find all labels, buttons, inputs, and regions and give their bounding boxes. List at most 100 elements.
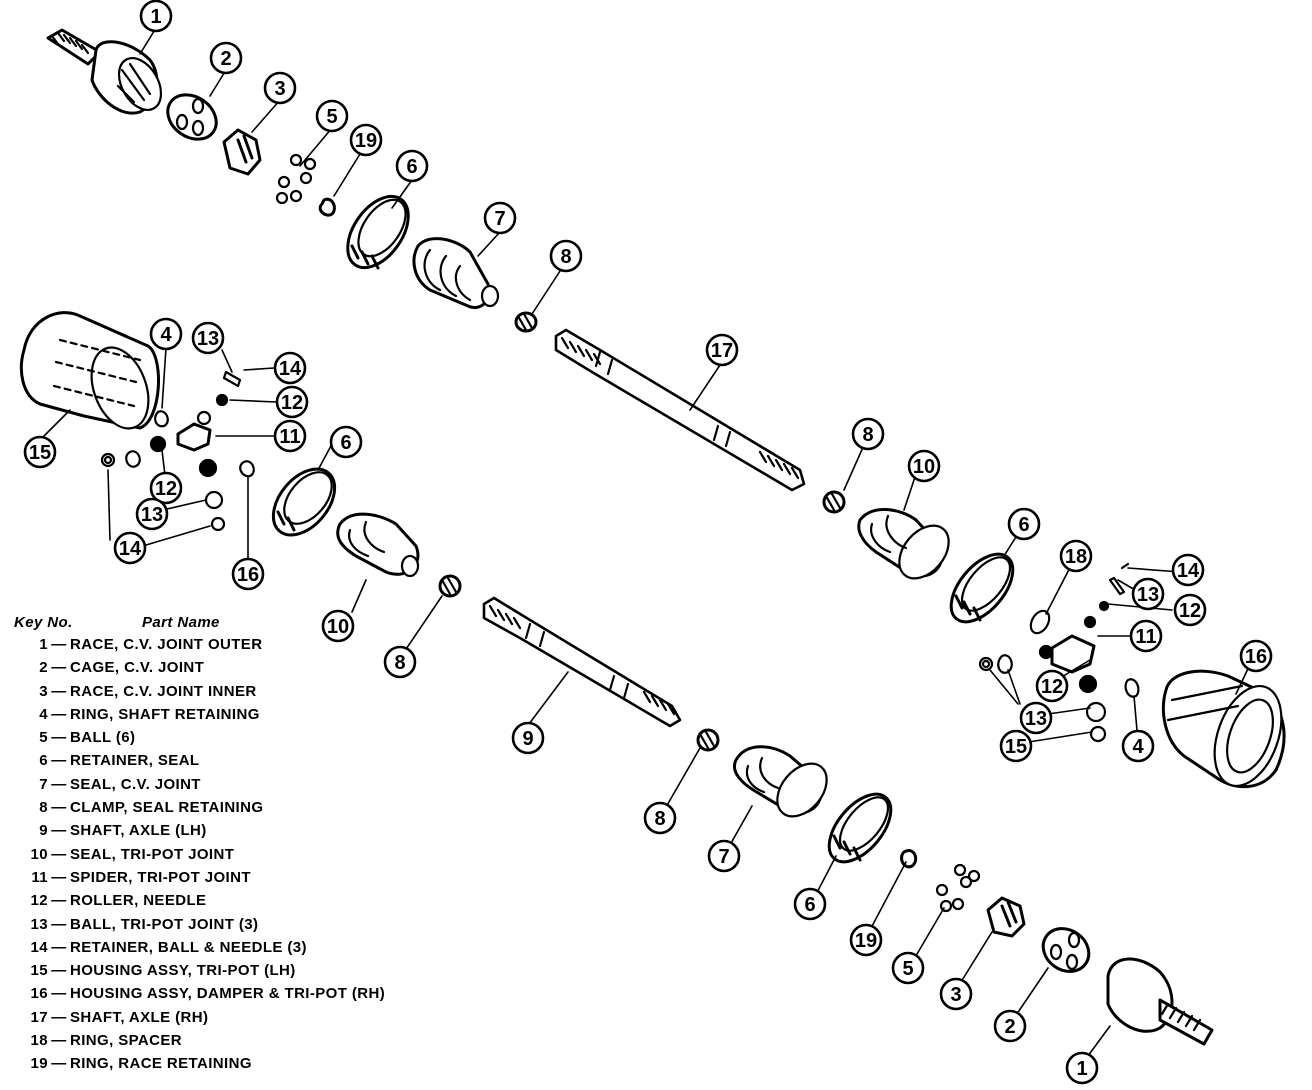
callout-circle: [643, 801, 677, 835]
cv-seal-lower: [733, 745, 828, 818]
key-number: 3: [39, 682, 48, 700]
callout-circle: [1007, 507, 1041, 541]
callout-number: 14: [279, 358, 302, 380]
callout-1: 1: [1065, 1051, 1099, 1085]
callout-circle: [231, 557, 265, 591]
seal-retainer-upper: [346, 194, 410, 270]
key-number: 12: [30, 892, 48, 910]
callout-16: 16: [1239, 639, 1273, 673]
callout-2: 2: [209, 41, 243, 75]
key-part-name: RETAINER, SEAL: [70, 752, 200, 770]
axle-shaft-rh: [554, 328, 806, 492]
key-dash: —: [51, 682, 67, 700]
callout-circle: [483, 201, 517, 235]
key-no-heading: Key No.: [14, 614, 73, 631]
key-part-name: RING, SHAFT RETAINING: [70, 705, 260, 723]
callout-circle: [1173, 593, 1207, 627]
key-row: 4—RING, SHAFT RETAINING: [14, 706, 434, 729]
callout-number: 15: [29, 442, 51, 464]
callout-circle: [1171, 553, 1205, 587]
callout-10: 10: [321, 609, 355, 643]
callout-1: 1: [139, 0, 173, 33]
key-part-name: BALL (6): [70, 729, 136, 747]
seal-retainer-left: [271, 467, 337, 537]
callout-10: 10: [907, 449, 941, 483]
key-part-name: CLAMP, SEAL RETAINING: [70, 799, 264, 817]
key-part-name: SEAL, TRI-POT JOINT: [70, 845, 235, 863]
callout-number: 13: [141, 504, 163, 526]
callout-12: 12: [149, 471, 183, 505]
key-part-name: HOUSING ASSY, DAMPER & TRI-POT (RH): [70, 985, 386, 1003]
callout-number: 8: [394, 652, 405, 674]
callout-number: 6: [340, 432, 351, 454]
key-row: 5—BALL (6): [14, 729, 434, 752]
outer-race-upper: [46, 28, 163, 115]
callout-6: 6: [395, 149, 429, 183]
key-number: 8: [39, 799, 48, 817]
key-dash: —: [51, 938, 67, 956]
balls-upper: [275, 153, 317, 205]
callout-circle: [349, 123, 383, 157]
callout-3: 3: [263, 71, 297, 105]
callout-19: 19: [349, 123, 383, 157]
callout-number: 14: [1177, 560, 1200, 582]
callout-19: 19: [849, 923, 883, 957]
key-number: 7: [39, 775, 48, 793]
callout-number: 1: [1076, 1058, 1087, 1080]
callout-7: 7: [483, 201, 517, 235]
callout-number: 19: [855, 930, 877, 952]
callout-number: 12: [1041, 676, 1063, 698]
outer-race-lower: [1106, 957, 1214, 1046]
key-row: 16—HOUSING ASSY, DAMPER & TRI-POT (RH): [14, 985, 434, 1008]
callout-16: 16: [231, 557, 265, 591]
clamp-lower: [696, 728, 720, 752]
key-number: 4: [39, 705, 48, 723]
callout-circle: [113, 531, 147, 565]
callout-15: 15: [23, 435, 57, 469]
callout-circle: [139, 0, 173, 33]
key-number: 14: [30, 938, 48, 956]
callout-number: 7: [494, 208, 505, 230]
key-number: 1: [39, 636, 48, 653]
callout-circle: [315, 99, 349, 133]
callout-number: 11: [279, 426, 300, 448]
callout-circle: [705, 333, 739, 367]
callout-circle: [1065, 1051, 1099, 1085]
key-row: 10—SEAL, TRI-POT JOINT: [14, 846, 434, 869]
callout-4: 4: [1121, 729, 1155, 763]
callout-number: 6: [406, 156, 417, 178]
callout-circle: [191, 321, 225, 355]
clamp-upper: [514, 311, 538, 333]
key-part-name: SHAFT, AXLE (LH): [70, 822, 207, 840]
callout-circle: [263, 71, 297, 105]
callout-number: 19: [355, 130, 377, 152]
callout-6: 6: [329, 425, 363, 459]
key-header: Key No. Part Name: [14, 612, 434, 636]
callout-8: 8: [643, 801, 677, 835]
callout-number: 15: [1005, 736, 1027, 758]
callout-circle: [1131, 577, 1165, 611]
callout-number: 16: [237, 564, 259, 586]
key-dash: —: [51, 659, 67, 677]
callout-14: 14: [113, 531, 147, 565]
callout-number: 11: [1135, 626, 1156, 648]
key-part-name: SEAL, C.V. JOINT: [70, 775, 201, 793]
key-row: 11—SPIDER, TRI-POT JOINT: [14, 869, 434, 892]
callout-number: 17: [711, 340, 733, 362]
key-row: 1—RACE, C.V. JOINT OUTER: [14, 636, 434, 659]
key-row: 3—RACE, C.V. JOINT INNER: [14, 683, 434, 706]
key-dash: —: [51, 822, 67, 840]
callout-circle: [383, 645, 417, 679]
callout-number: 6: [804, 894, 815, 916]
key-number: 11: [31, 868, 48, 886]
key-row: 7—SEAL, C.V. JOINT: [14, 776, 434, 799]
housing-lh: [19, 311, 160, 430]
callout-15: 15: [999, 729, 1033, 763]
callout-number: 5: [902, 958, 913, 980]
balls-lower: [935, 863, 981, 913]
callout-circle: [149, 471, 183, 505]
parts-key: Key No. Part Name 1—RACE, C.V. JOINT OUT…: [14, 612, 434, 1079]
callout-circle: [275, 385, 309, 419]
callout-circle: [1035, 669, 1069, 703]
